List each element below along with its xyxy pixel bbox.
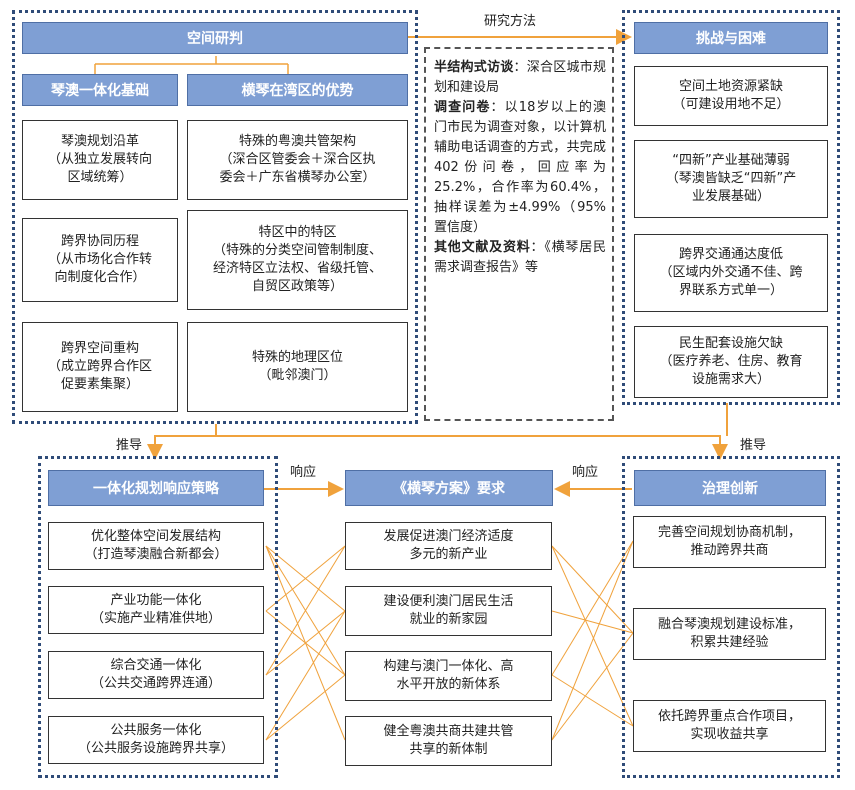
strategy-header: 一体化规划响应策略 <box>48 470 264 506</box>
governance-frame <box>622 456 840 778</box>
challenges-frame <box>622 10 840 405</box>
strategy-frame <box>38 456 278 778</box>
research-method-text: 半结构式访谈：深合区城市规划和建设局 调查问卷：以18岁以上的澳门市民为调查对象… <box>434 60 606 275</box>
derive-label-left: 推导 <box>116 438 143 453</box>
col2-item-special-zone: 特区中的特区 （特殊的分类空间管制制度、 经济特区立法权、省级托管、 自贸区政策… <box>187 210 408 310</box>
challenge-land-shortage: 空间土地资源紧缺 （可建设用地不足） <box>634 66 828 126</box>
strategy-spatial-structure: 优化整体空间发展结构 （打造琴澳融合新都会） <box>48 522 264 570</box>
derive-arrow-right <box>216 435 728 460</box>
plan-governance-links <box>551 540 634 741</box>
respond-label-left: 响应 <box>290 465 317 480</box>
strategy-public-service: 公共服务一体化 （公共服务设施跨界共享） <box>48 716 264 764</box>
research-method-frame <box>424 47 614 421</box>
plan-header: 《横琴方案》要求 <box>345 470 553 506</box>
col2-item-location: 特殊的地理区位 （毗邻澳门） <box>187 322 408 412</box>
strategy-industry: 产业功能一体化 （实施产业精准供地） <box>48 586 264 634</box>
strategy-plan-links <box>265 545 346 741</box>
col1-item-cross-border-history: 跨界协同历程 （从市场化合作转 向制度化合作） <box>22 218 178 302</box>
governance-header: 治理创新 <box>634 470 826 506</box>
governance-coordination: 完善空间规划协商机制， 推动跨界共商 <box>633 516 826 568</box>
hengqin-advantage-header: 横琴在湾区的优势 <box>187 74 408 106</box>
strategy-transport: 综合交通一体化 （公共交通跨界连通） <box>48 651 264 699</box>
plan-mechanism: 健全粤澳共商共建共管 共享的新体制 <box>345 716 552 766</box>
respond-label-right: 响应 <box>572 465 599 480</box>
governance-standards: 融合琴澳规划建设标准， 积累共建经验 <box>633 608 826 660</box>
challenge-facility-lack: 民生配套设施欠缺 （医疗养老、住房、教育 设施需求大） <box>634 326 828 398</box>
challenges-header: 挑战与困难 <box>634 22 828 54</box>
spatial-analysis-header: 空间研判 <box>22 22 408 54</box>
plan-system: 构建与澳门一体化、高 水平开放的新体系 <box>345 651 552 701</box>
plan-industry: 发展促进澳门经济适度 多元的新产业 <box>345 522 552 570</box>
challenge-industry-weak: “四新”产业基础薄弱 （琴澳皆缺乏“四新”产 业发展基础） <box>634 140 828 218</box>
governance-projects: 依托跨界重点合作项目， 实现收益共享 <box>633 700 826 752</box>
challenge-traffic-low: 跨界交通通达度低 （区域内外交通不佳、跨 界联系方式单一） <box>634 234 828 312</box>
derive-arrow-left <box>147 424 217 460</box>
col1-item-space-restructure: 跨界空间重构 （成立跨界合作区 促要素集聚） <box>22 322 178 412</box>
derive-label-right: 推导 <box>740 438 767 453</box>
col2-item-joint-management: 特殊的粤澳共管架构 （深合区管委会＋深合区执 委会＋广东省横琴办公室） <box>187 120 408 200</box>
qin-ao-integration-header: 琴澳一体化基础 <box>22 74 178 106</box>
plan-home: 建设便利澳门居民生活 就业的新家园 <box>345 586 552 636</box>
research-method-label: 研究方法 <box>484 14 537 29</box>
spatial-analysis-frame <box>12 10 418 424</box>
col1-item-planning-history: 琴澳规划沿革 （从独立发展转向 区域统筹） <box>22 120 178 200</box>
